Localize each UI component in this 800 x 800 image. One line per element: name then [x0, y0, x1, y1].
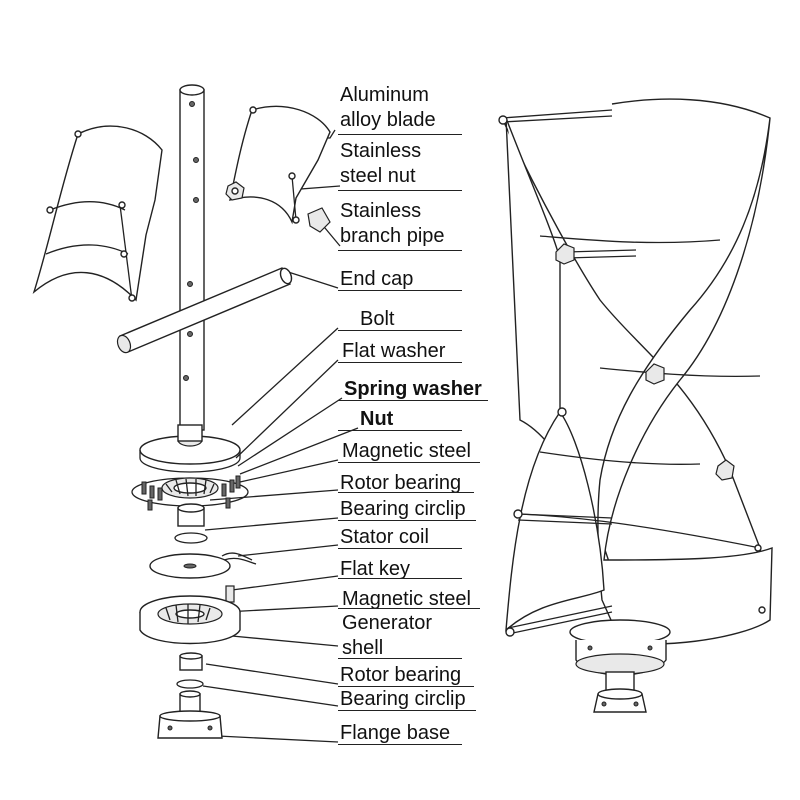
label-magnetic-steel-2: Magnetic steel [342, 588, 471, 610]
leader-end-cap [281, 269, 339, 289]
rotor-bearing-part-2 [179, 652, 203, 671]
label-stainless-steel-nut: Stainless steel nut [340, 140, 422, 187]
central-shaft [179, 84, 205, 431]
label-rotor-bearing-1: Rotor bearing [340, 472, 462, 494]
underline-stator-coil [338, 548, 462, 549]
circlip-part-1 [174, 532, 208, 544]
underline-stainless-branch-pipe [338, 250, 462, 251]
label-aluminum-alloy-blade: Aluminum alloy blade [340, 84, 436, 131]
circlip-part-2 [176, 679, 204, 689]
label-spring-washer: Spring washer [344, 378, 482, 400]
leader-magnetic-steel-1 [239, 459, 339, 483]
underline-stainless-steel-nut [338, 190, 462, 191]
horizontal-branch-pipe [116, 267, 293, 354]
underline-end-cap [338, 290, 462, 291]
leader-flat-washer [235, 359, 339, 459]
underline-flange-base [338, 744, 462, 745]
leader-rotor-bearing-2 [205, 663, 339, 685]
label-magnetic-steel-1: Magnetic steel [342, 440, 471, 462]
label-bearing-circlip-2: Bearing circlip [340, 688, 466, 710]
leader-spring-washer [237, 397, 343, 467]
flat-key-part [225, 585, 235, 603]
label-flange-base: Flange base [340, 722, 451, 744]
underline-rotor-bearing-1 [338, 492, 474, 493]
label-rotor-bearing-2: Rotor bearing [340, 664, 462, 686]
rotor-bearing-part-1 [177, 503, 205, 527]
label-stainless-branch-pipe: Stainless branch pipe [340, 200, 445, 247]
hub-disk [139, 424, 241, 473]
underline-bolt [338, 330, 462, 331]
label-nut: Nut [360, 408, 394, 430]
underline-flat-washer [338, 362, 462, 363]
underline-rotor-bearing-2 [338, 686, 474, 687]
leader-lines [202, 129, 359, 743]
label-stator-coil: Stator coil [340, 526, 429, 548]
leader-bearing-circlip-1 [204, 517, 339, 531]
leader-generator-shell [231, 635, 339, 647]
bolts-ring [131, 475, 249, 511]
generator-shell-part [139, 595, 241, 645]
branch-pipe-part [307, 207, 331, 233]
underline-aluminum-alloy-blade [338, 134, 462, 135]
leader-nut [239, 427, 359, 475]
leader-flange-base [217, 735, 339, 743]
underline-generator-shell [338, 658, 462, 659]
underline-bearing-circlip-1 [338, 520, 476, 521]
underline-magnetic-steel-2 [338, 608, 480, 609]
label-generator-shell: Generator shell [342, 612, 433, 659]
label-bolt: Bolt [360, 308, 395, 330]
underline-nut [338, 430, 462, 431]
leader-bearing-circlip-2 [202, 685, 339, 707]
flange-base-part [157, 690, 223, 739]
label-end-cap: End cap [340, 268, 414, 290]
underline-magnetic-steel-1 [338, 462, 480, 463]
left-blade [32, 125, 163, 302]
label-flat-washer: Flat washer [342, 340, 446, 362]
label-bearing-circlip-1: Bearing circlip [340, 498, 466, 520]
leader-stator-coil [237, 544, 339, 557]
leader-flat-key [231, 575, 339, 591]
leader-magnetic-steel-2 [224, 605, 339, 613]
underline-bearing-circlip-2 [338, 710, 476, 711]
leader-bolt [231, 327, 339, 426]
underline-flat-key [338, 578, 462, 579]
leader-rotor-bearing-1 [209, 489, 339, 501]
assembled-turbine [498, 98, 773, 713]
right-blade [225, 105, 331, 233]
underline-spring-washer [338, 400, 488, 401]
label-flat-key: Flat key [340, 558, 411, 580]
stator-coil-part [149, 552, 257, 579]
